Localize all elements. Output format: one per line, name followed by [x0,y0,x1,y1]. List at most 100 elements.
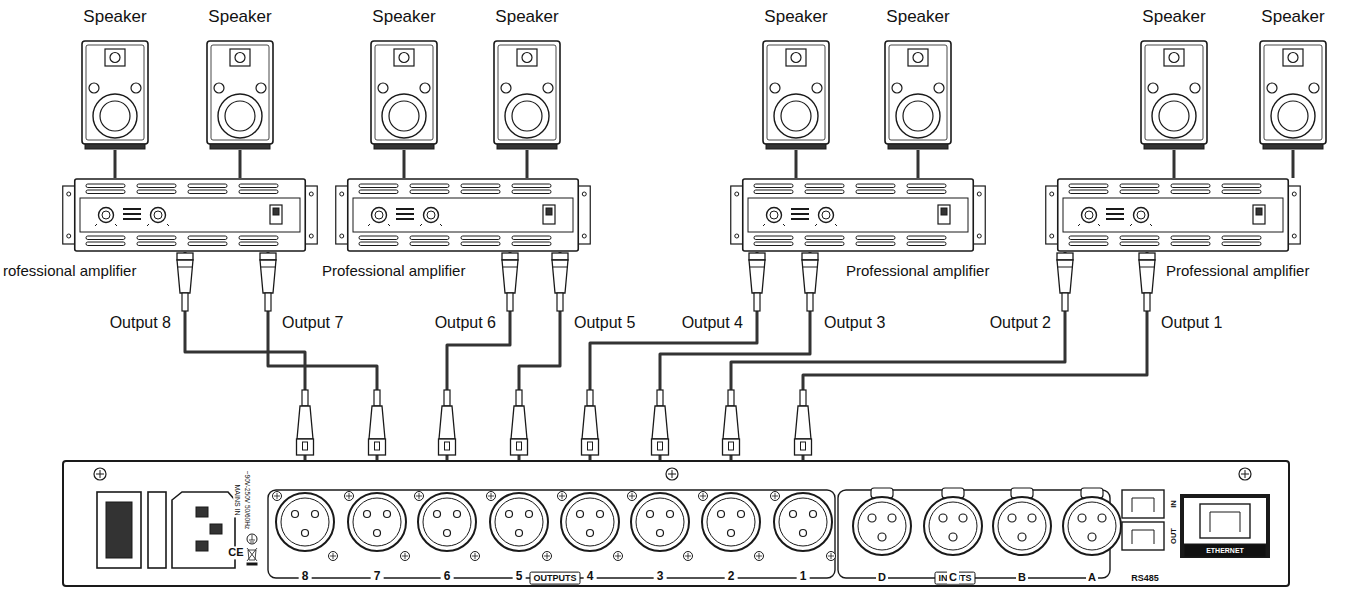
jack-pin [384,511,391,518]
plug-boot [657,390,663,406]
rack-ear [973,186,985,244]
jack-pin [312,511,319,518]
vent-slot [754,236,793,240]
port-notch [1132,498,1154,512]
tweeter-plate [230,49,250,66]
output-label: Output 7 [281,314,344,332]
cabinet [371,41,437,144]
amplifier-label: Professional amplifier [846,262,989,280]
vent-slot [359,184,398,188]
rocker [106,502,132,558]
rack-ear [305,186,317,244]
plug-boot [754,293,760,311]
speaker-box: Speaker [370,40,438,150]
cabinet [763,41,829,144]
output-label: Output 5 [573,314,636,332]
vent-slot [188,184,227,188]
woofer-cone [389,101,419,131]
woofer [1152,94,1196,138]
screw [666,468,678,480]
vent-slot [1171,242,1210,246]
socket-hole [1078,514,1086,522]
audio-cable [185,252,305,462]
plug-body [511,406,527,439]
input-jack [1063,497,1121,555]
jack-pin [434,511,441,518]
tweeter [791,53,801,63]
vent-slot [805,242,844,246]
woofer-cone [225,101,255,131]
vent-slot [1069,242,1108,246]
tweeter-plate [786,49,806,66]
screw-slot [544,553,550,559]
vent-slot [137,184,176,188]
port [770,83,780,93]
plug-body [1139,260,1155,293]
power-switch [1253,205,1265,224]
tweeter-plate [394,49,414,66]
knob-cap [375,211,383,219]
xlr-female-plug [511,390,528,455]
vent-slot [239,184,278,188]
led-bar [1106,208,1124,210]
socket-hole [939,514,947,522]
jack-screw [471,552,480,561]
vent-slot [907,236,946,240]
panel-marking: CE [226,546,245,559]
plug-boot [507,293,513,311]
vent-slot [1171,236,1210,240]
speaker-box: Speaker [1140,40,1208,150]
jack-drawing [699,462,763,584]
xlr-female-plug [582,390,599,455]
plug-collar [749,253,765,260]
amplifier-box: Professional amplifier [1045,178,1301,252]
knob-tick [440,224,442,226]
socket-pin [210,524,222,534]
knob-tick [1150,224,1152,226]
woofer-cone [1159,101,1189,131]
ear-hole [977,234,981,238]
ear-hole [1292,234,1296,238]
front-panel [80,198,300,232]
amp-drawing [1045,178,1301,252]
rack-ear [731,186,743,244]
vent-slot [512,184,551,188]
xlr-male-plug [552,253,568,311]
output-jack-face [281,498,329,546]
vent-slot [461,184,500,188]
knob-tick [115,224,117,226]
xlr-male-plug [260,253,276,311]
input-letter: C [947,571,959,584]
jack-pin [292,511,299,518]
plug-collar [502,253,518,260]
speaker-drawing [81,40,149,150]
led-bar [123,208,141,210]
switch-rocker [1256,208,1262,215]
socket-hole [1028,514,1036,522]
switch-rocker [273,208,279,215]
latch-window [588,442,593,450]
socket-hole [949,533,957,541]
cabinet-front [889,45,947,140]
latch-window [801,442,806,450]
cabinet-front [498,45,556,140]
gain-knob [767,208,782,223]
plug-boot [265,293,271,311]
jack-number: 4 [584,569,597,583]
jack-screw [628,492,637,501]
output-jack: 6 [415,462,479,584]
vent-slot [754,242,793,246]
switch-rocker [546,208,552,215]
woofer [218,94,262,138]
speaker-cable [239,150,242,178]
jack-pin [587,530,594,537]
gain-knob [819,208,834,223]
output-jack [702,493,760,551]
jack-screw [401,552,410,561]
port-marking: IN [1170,498,1179,510]
woofer-cone [512,101,542,131]
latch-window [445,442,450,450]
speaker-cable [795,150,798,178]
xlr-male-plug [1139,253,1155,311]
tweeter-plate [908,49,928,66]
